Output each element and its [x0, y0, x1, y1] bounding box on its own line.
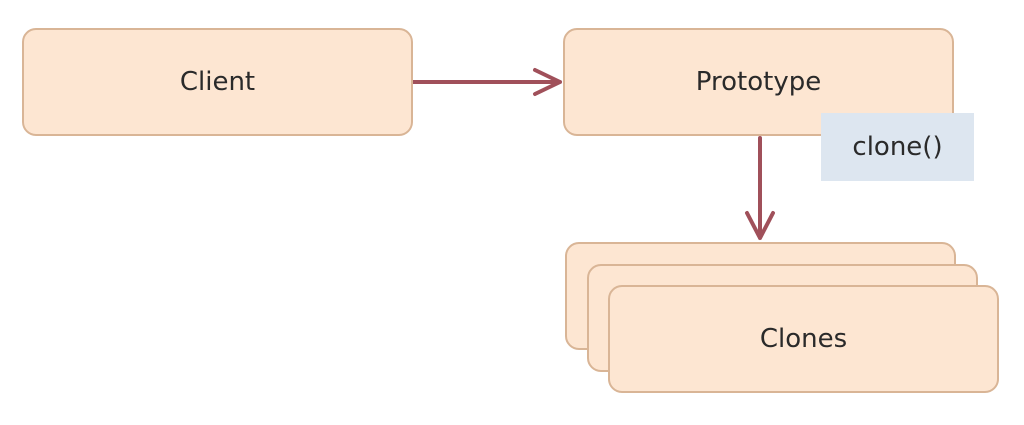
prototype-box: Prototype: [563, 28, 954, 136]
client-label: Client: [179, 67, 256, 97]
client-to-prototype-arrow: [411, 68, 562, 96]
clone-method-tag: clone(): [821, 113, 974, 181]
clone-method-label: clone(): [852, 132, 943, 162]
clones-label: Clones: [759, 324, 848, 354]
clones-box: Clones: [608, 285, 999, 393]
arrow-group: [411, 68, 775, 240]
prototype-to-clones-arrow: [745, 136, 775, 240]
client-box: Client: [22, 28, 413, 136]
prototype-label: Prototype: [695, 67, 822, 97]
